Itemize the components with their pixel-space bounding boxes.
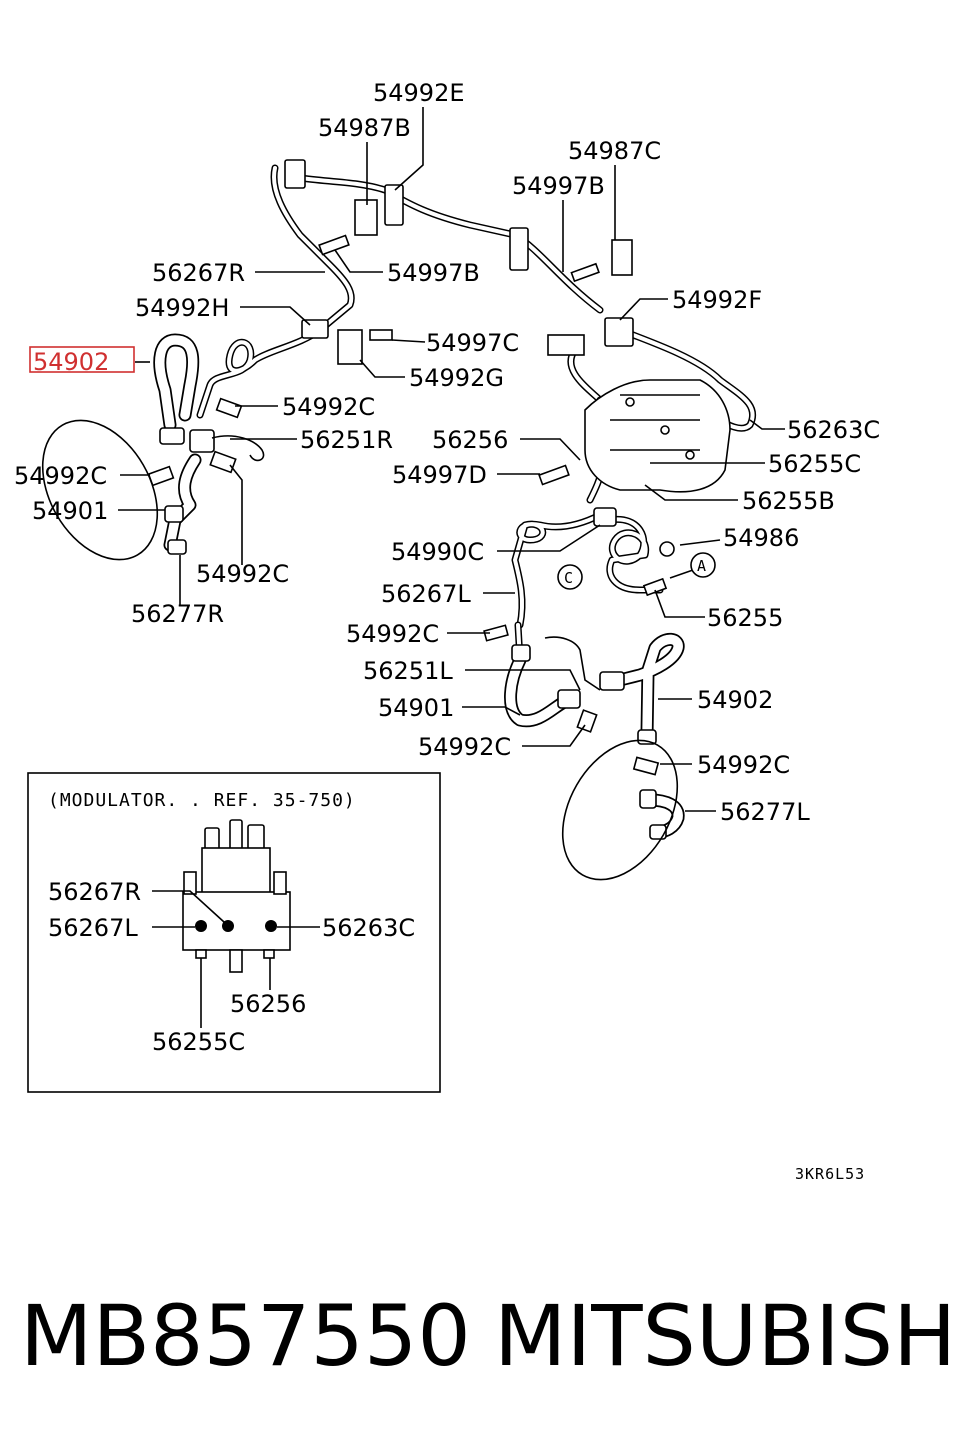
brackets-fittings: [147, 159, 675, 840]
callout-54992E[interactable]: 54992E: [373, 79, 465, 107]
callout-54992C-c[interactable]: 54992C: [346, 620, 439, 648]
callout-54992C-d[interactable]: 54992C: [418, 733, 511, 761]
callout-54992H[interactable]: 54992H: [135, 294, 229, 322]
callout-54997B-right[interactable]: 54997B: [512, 172, 605, 200]
callout-54992F[interactable]: 54992F: [672, 286, 762, 314]
callout-54992C-a[interactable]: 54992C: [282, 393, 375, 421]
leader-lines: [118, 107, 785, 812]
callout-54992C-b[interactable]: 54992C: [196, 560, 289, 588]
reference-markers: C A: [557, 552, 716, 590]
callout-54992C-left[interactable]: 54992C: [14, 462, 107, 490]
callout-54901-left[interactable]: 54901: [32, 497, 108, 525]
callout-54997C[interactable]: 54997C: [426, 329, 519, 357]
brake-hoses: [153, 333, 685, 839]
highlight-box: [29, 346, 135, 373]
callout-54986[interactable]: 54986: [723, 524, 799, 552]
callout-54987C[interactable]: 54987C: [568, 137, 661, 165]
modulator-inset: (MODULATOR. . REF. 35-750) 56267R 56267L…: [27, 772, 441, 1093]
inset-callout-56267L[interactable]: 56267L: [48, 914, 138, 942]
inset-title: (MODULATOR. . REF. 35-750): [48, 790, 356, 811]
callout-labels: 54992E 54987B 54987C 54997B 56267R 54997…: [14, 79, 880, 826]
callout-54997D[interactable]: 54997D: [392, 461, 487, 489]
callout-56256[interactable]: 56256: [432, 426, 508, 454]
callout-54997B-left[interactable]: 54997B: [387, 259, 480, 287]
callout-54987B[interactable]: 54987B: [318, 114, 411, 142]
callout-56267R[interactable]: 56267R: [152, 259, 245, 287]
callout-54902-highlighted[interactable]: 54902: [33, 348, 109, 376]
inset-callout-56267R[interactable]: 56267R: [48, 878, 141, 906]
footer-part-number: MB857550: [20, 1287, 471, 1385]
callout-56263C[interactable]: 56263C: [787, 416, 880, 444]
marker-a: A: [697, 557, 707, 575]
callout-56277L[interactable]: 56277L: [720, 798, 810, 826]
callout-54992G[interactable]: 54992G: [409, 364, 504, 392]
callout-56255C[interactable]: 56255C: [768, 450, 861, 478]
callout-54901-right[interactable]: 54901: [378, 694, 454, 722]
callout-54992C-e[interactable]: 54992C: [697, 751, 790, 779]
inset-callout-56263C[interactable]: 56263C: [322, 914, 415, 942]
drawing-code: 3KR6L53: [795, 1165, 865, 1183]
callout-54990C[interactable]: 54990C: [391, 538, 484, 566]
callout-56255[interactable]: 56255: [707, 604, 783, 632]
inset-callout-56256[interactable]: 56256: [230, 990, 306, 1018]
callout-54902-right[interactable]: 54902: [697, 686, 773, 714]
footer-brand: MITSUBISHI: [494, 1287, 960, 1385]
marker-c: C: [564, 569, 574, 587]
callout-56267L[interactable]: 56267L: [381, 580, 471, 608]
callout-56251L[interactable]: 56251L: [363, 657, 453, 685]
callout-56277R[interactable]: 56277R: [131, 600, 224, 628]
inset-callout-56255C[interactable]: 56255C: [152, 1028, 245, 1056]
modulator-assembly: [584, 379, 731, 493]
callout-56251R[interactable]: 56251R: [300, 426, 393, 454]
callout-56255B[interactable]: 56255B: [742, 487, 835, 515]
detail-ovals: [41, 419, 679, 881]
